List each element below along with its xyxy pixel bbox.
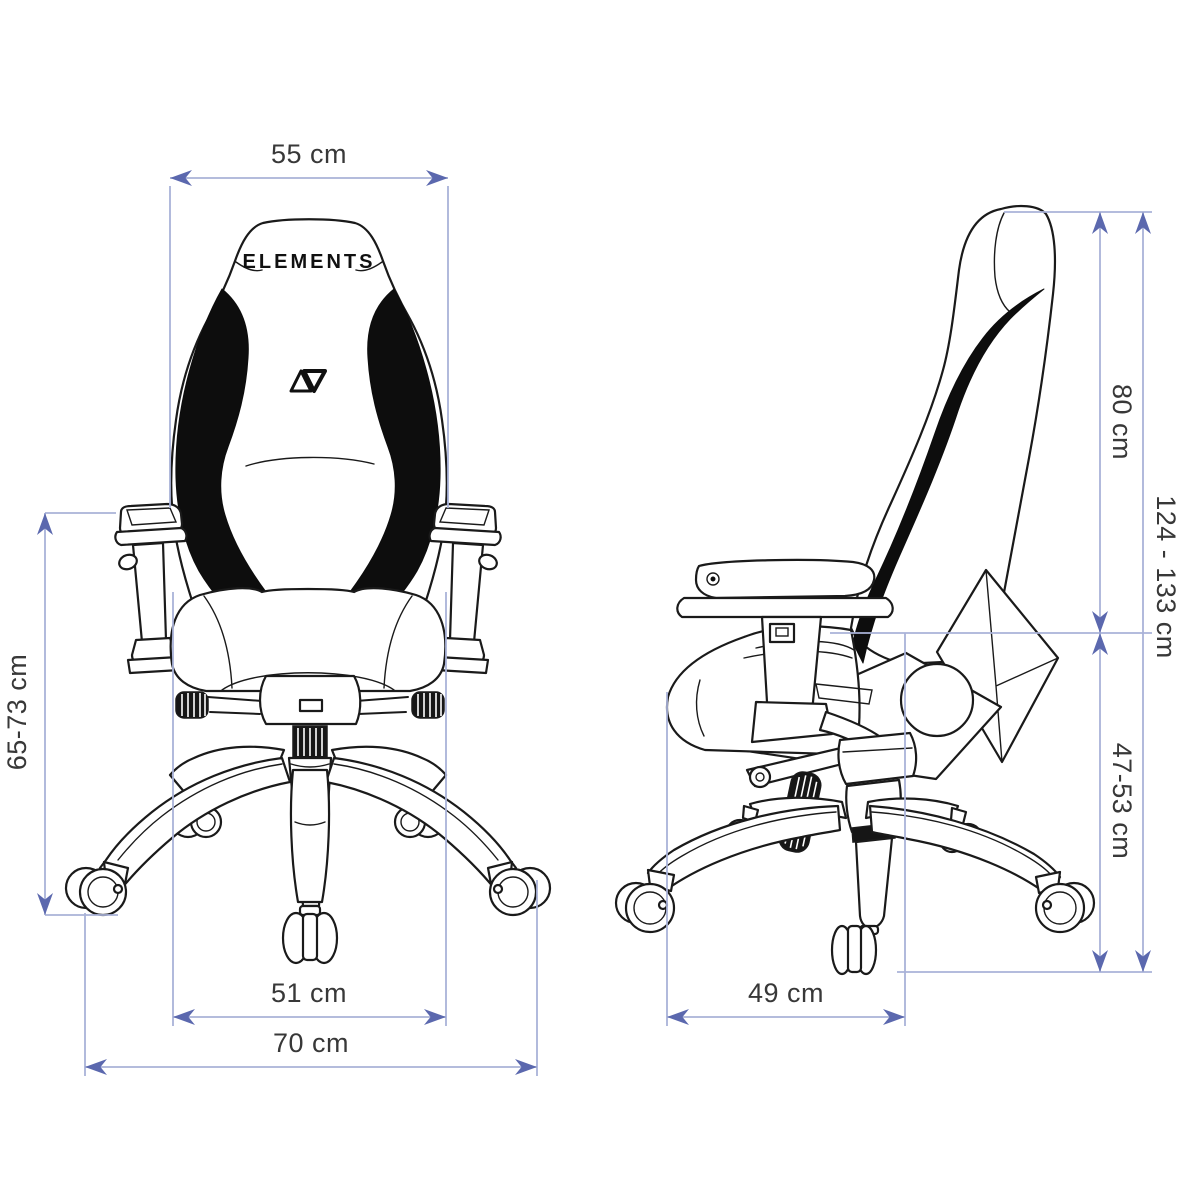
dim-seat-height-label: 47-53 cm	[1107, 743, 1137, 860]
side-left-wheel	[614, 868, 676, 934]
front-view-illustration: ELEMENTS	[64, 218, 552, 965]
dim-total-height-label: 124 - 133 cm	[1151, 495, 1181, 659]
side-center-caster	[830, 924, 878, 976]
front-right-wheel	[486, 860, 552, 917]
front-left-wheel	[64, 860, 130, 917]
front-center-caster	[281, 911, 339, 965]
front-backrest: ELEMENTS	[170, 218, 448, 646]
dim-backrest-height-label: 80 cm	[1107, 384, 1137, 460]
side-recline-hub	[899, 662, 975, 738]
dim-base-width-label: 70 cm	[273, 1028, 349, 1058]
backrest-brand-text: ELEMENTS	[243, 251, 376, 273]
front-seat	[169, 587, 447, 693]
dim-seat-height: 47-53 cm	[1092, 633, 1137, 972]
dim-backrest-width: 55 cm	[169, 139, 449, 508]
dim-seat-width-label: 51 cm	[271, 978, 347, 1008]
dim-seat-width: 51 cm	[172, 592, 447, 1026]
dim-seat-depth-label: 49 cm	[748, 978, 824, 1008]
side-armrest	[676, 558, 894, 754]
side-right-wheel	[1034, 870, 1096, 934]
dim-backrest-width-label: 55 cm	[271, 139, 347, 169]
front-left-armrest	[114, 502, 188, 675]
elements-logo-icon	[289, 369, 327, 393]
dim-seat-depth: 49 cm	[666, 633, 906, 1026]
dim-armrest-height: 65-73 cm	[2, 512, 118, 916]
dimension-annotations: 55 cm 65-73 cm 51 cm 70 cm	[2, 139, 1181, 1076]
side-bolster-stripe	[852, 288, 1045, 664]
dim-total-height: 124 - 133 cm	[1135, 212, 1181, 972]
front-base	[64, 745, 552, 965]
dim-armrest-height-label: 65-73 cm	[2, 654, 32, 771]
dim-base-width: 70 cm	[84, 880, 538, 1076]
front-left-adjust-knob	[175, 691, 209, 719]
side-view-illustration	[614, 204, 1096, 976]
side-backrest	[849, 204, 1057, 666]
dim-backrest-height: 80 cm	[1092, 212, 1137, 633]
front-right-armrest	[428, 502, 502, 675]
side-base	[614, 796, 1096, 976]
front-right-adjust-knob	[411, 691, 445, 719]
